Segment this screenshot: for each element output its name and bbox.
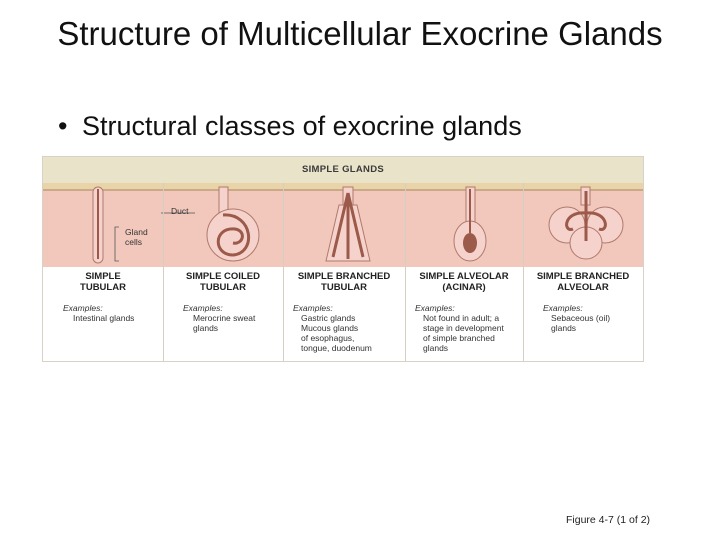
bullet-text: Structural classes of exocrine glands: [82, 111, 522, 141]
examples-text: Gastric glands Mucous glands of esophagu…: [301, 313, 372, 353]
bullet-item: •Structural classes of exocrine glands: [58, 108, 522, 144]
examples-text: Sebaceous (oil) glands: [551, 313, 610, 333]
examples-text: Merocrine sweat glands: [193, 313, 255, 333]
examples-heading: Examples:: [183, 303, 223, 313]
figure-caption: Figure 4-7 (1 of 2): [566, 514, 650, 526]
examples-heading: Examples:: [543, 303, 583, 313]
gland-type-label: SIMPLE BRANCHED ALVEOLAR: [523, 271, 643, 293]
simple-tubular-gland: [93, 187, 103, 263]
gland-cells-label: Gland cells: [125, 227, 148, 247]
examples-heading: Examples:: [63, 303, 103, 313]
slide-title: Structure of Multicellular Exocrine Glan…: [0, 14, 720, 54]
gland-type-label: SIMPLE COILED TUBULAR: [163, 271, 283, 293]
examples-heading: Examples:: [415, 303, 455, 313]
examples-text: Intestinal glands: [73, 313, 134, 323]
figure-banner-title: SIMPLE GLANDS: [43, 157, 643, 183]
gland-type-label: SIMPLE BRANCHED TUBULAR: [283, 271, 405, 293]
gland-type-label: SIMPLE TUBULAR: [43, 271, 163, 293]
examples-text: Not found in adult; a stage in developme…: [423, 313, 504, 353]
bullet-dot: •: [58, 108, 82, 144]
duct-label: Duct: [171, 206, 188, 216]
tissue-illustration: [43, 183, 643, 267]
gland-type-label: SIMPLE ALVEOLAR (ACINAR): [405, 271, 523, 293]
examples-heading: Examples:: [293, 303, 333, 313]
simple-glands-figure: SIMPLE GLANDS: [42, 156, 644, 362]
